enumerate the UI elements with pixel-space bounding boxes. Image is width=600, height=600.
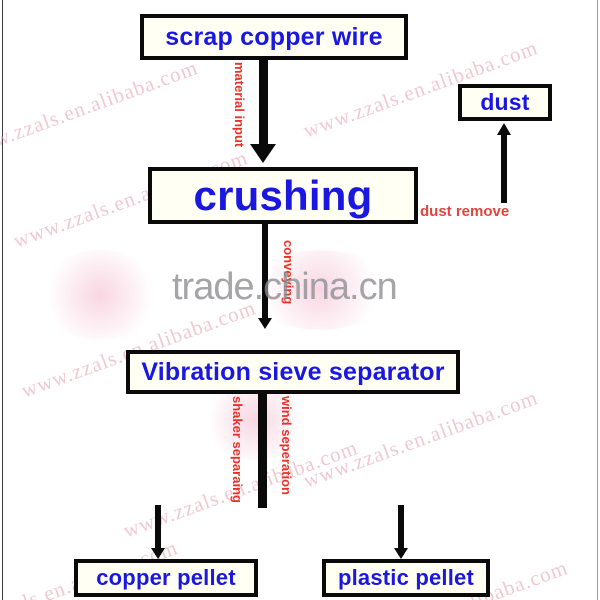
arrowhead-copper (151, 548, 165, 559)
edge-label-wind-separation: wind seperation (279, 396, 294, 495)
connector-branch-plastic (398, 505, 404, 555)
arrowhead-plastic (394, 548, 408, 559)
connector-sieve-trunk (258, 394, 267, 508)
node-dust[interactable]: dust (458, 84, 552, 121)
node-copper-pellet[interactable]: copper pellet (74, 559, 258, 597)
connector-crushing-to-dust-vertical (501, 135, 507, 203)
watermark-tile: www.zzals.en.alibaba.com (0, 55, 201, 163)
connector-scrap-to-crushing (259, 60, 268, 146)
connector-crushing-to-sieve (262, 224, 268, 321)
arrowhead-dust (497, 123, 511, 135)
node-crushing[interactable]: crushing (148, 167, 418, 224)
edge-label-material-input: material input (232, 62, 247, 148)
node-vibration-sieve-separator[interactable]: Vibration sieve separator (126, 350, 460, 394)
watermark-blob (40, 250, 160, 340)
page-left-border (2, 0, 3, 600)
connector-branch-copper (155, 505, 161, 555)
edge-label-dust-remove: dust remove (420, 203, 510, 220)
page-right-border (597, 0, 598, 600)
arrowhead-scrap-to-crushing (250, 144, 276, 163)
watermark-tile: www.zzals.en.alibaba.com (300, 385, 541, 493)
arrowhead-sieve (258, 318, 272, 329)
edge-label-conveying: conveying (281, 240, 296, 305)
node-scrap-copper-wire[interactable]: scrap copper wire (140, 14, 408, 60)
connector-split-bus (0, 6, 249, 12)
node-plastic-pellet[interactable]: plastic pellet (322, 559, 490, 597)
edge-label-shaker-separating: shaker separaing (230, 396, 245, 503)
